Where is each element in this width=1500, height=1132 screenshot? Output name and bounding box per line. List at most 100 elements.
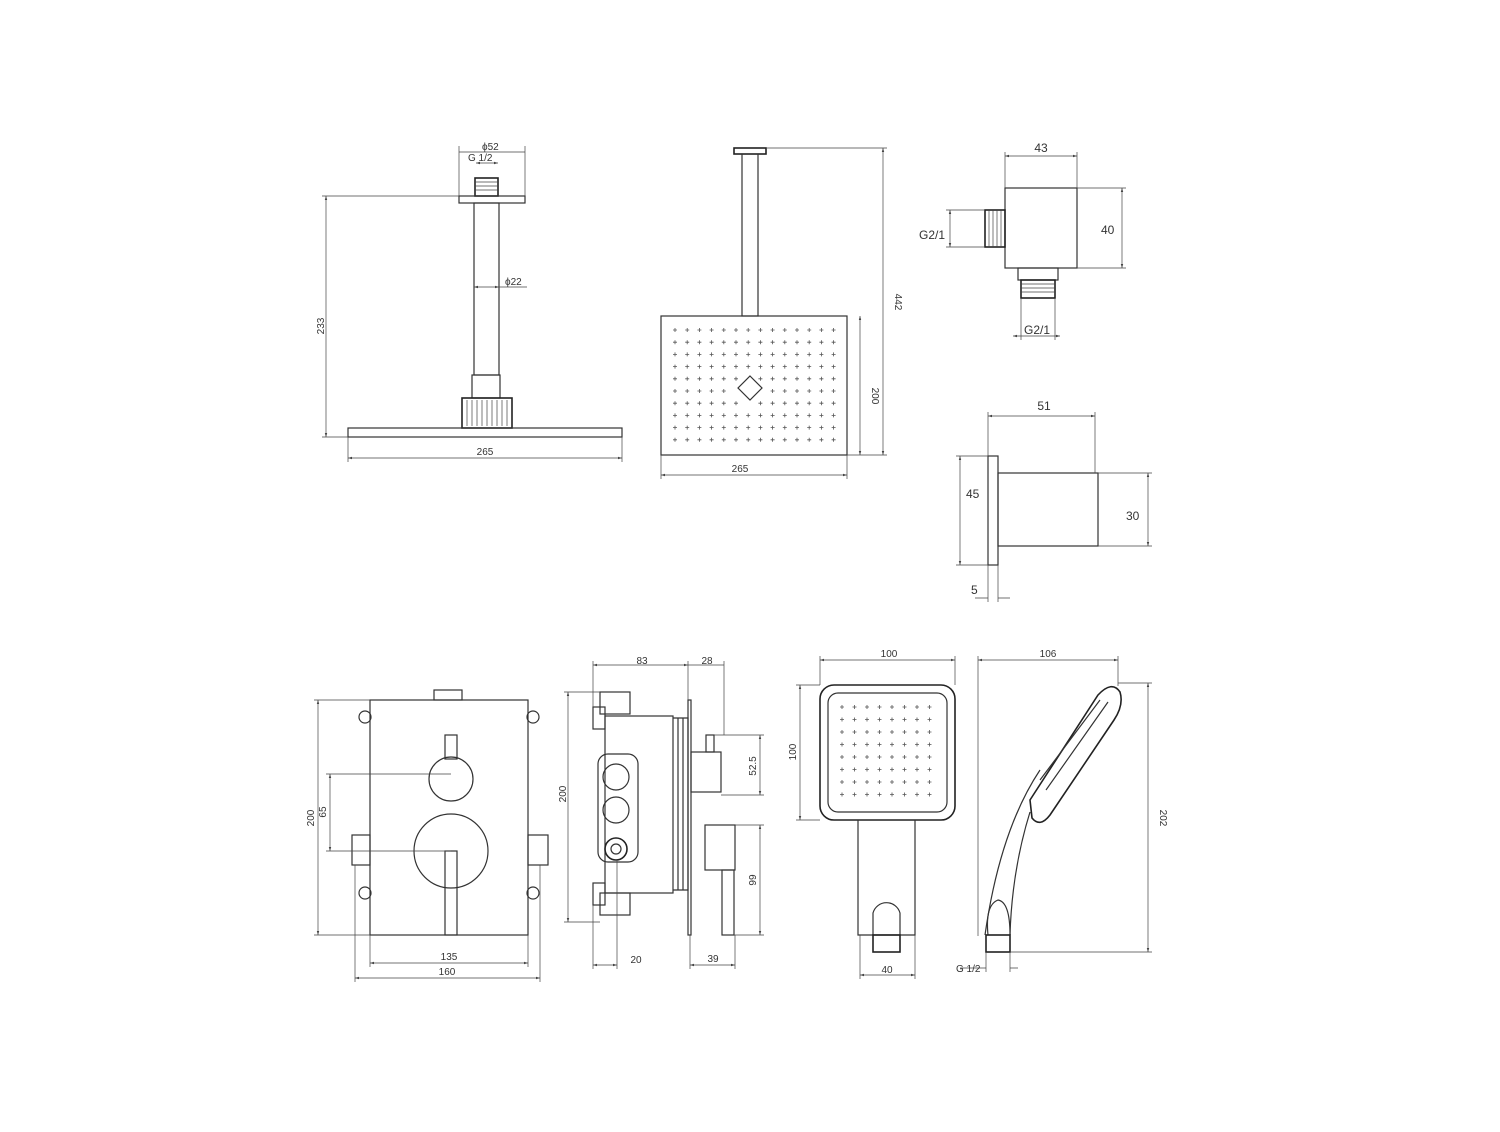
nozzle-dot <box>831 352 836 357</box>
nozzle-dot <box>697 340 702 345</box>
nozzle-dot <box>902 792 907 797</box>
nozzle-dot <box>770 425 775 430</box>
nozzle-dot <box>782 340 787 345</box>
nozzle-dot <box>673 340 677 345</box>
dim-width: 265 <box>477 447 494 458</box>
nozzle-dot <box>865 767 869 772</box>
nozzle-dot <box>734 401 738 406</box>
nozzle-dot <box>782 328 787 332</box>
nozzle-dot <box>734 340 738 345</box>
nozzle-dot <box>865 730 869 734</box>
nozzle-dot <box>709 401 714 406</box>
dim-height: 200 <box>558 785 569 802</box>
nozzle-dot <box>770 401 775 406</box>
nozzle-dot <box>865 792 869 797</box>
nozzle-dot <box>685 413 690 418</box>
nozzle-dot <box>927 705 932 709</box>
nozzle-dot <box>840 767 844 772</box>
nozzle-dot <box>840 717 844 722</box>
nozzle-dot <box>852 705 857 709</box>
nozzle-dot <box>840 742 844 747</box>
nozzle-dot <box>709 340 714 345</box>
nozzle-dot <box>673 401 677 406</box>
nozzle-dot <box>819 389 824 393</box>
nozzle-dot <box>915 755 919 759</box>
nozzle-dot <box>877 717 882 722</box>
dim-flange-height: 45 <box>966 487 980 501</box>
nozzle-dot <box>927 717 932 722</box>
nozzle-dot <box>807 401 812 406</box>
nozzle-dot <box>673 376 677 381</box>
nozzle-dot <box>734 352 738 357</box>
nozzle-dot <box>840 792 844 797</box>
nozzle-dot <box>697 352 702 357</box>
nozzle-dot <box>685 352 690 357</box>
nozzle-dot <box>697 328 702 332</box>
nozzle-dot <box>673 389 677 393</box>
nozzle-dot <box>795 340 799 345</box>
nozzle-dot <box>807 340 812 345</box>
nozzle-dot <box>685 340 690 345</box>
nozzle-dot <box>746 340 751 345</box>
nozzle-dot <box>831 364 836 369</box>
nozzle-dot <box>685 328 690 332</box>
nozzle-dot <box>915 767 919 772</box>
dim-handle-spacing: 65 <box>318 806 329 818</box>
nozzle-dot <box>770 352 775 357</box>
dim-inlet-thread: G2/1 <box>919 228 945 242</box>
nozzle-dot <box>902 705 907 709</box>
nozzle-dot <box>734 376 738 381</box>
dim-height: 233 <box>316 317 327 334</box>
nozzle-dot <box>746 437 751 442</box>
nozzle-dot <box>697 401 702 406</box>
nozzle-dot <box>795 401 799 406</box>
dim-projection: 28 <box>701 656 713 667</box>
dim-body-depth: 83 <box>636 656 648 667</box>
nozzle-dot <box>915 705 919 709</box>
nozzle-dot <box>865 705 869 709</box>
nozzle-dot <box>865 742 869 747</box>
nozzle-dot <box>795 425 799 430</box>
nozzle-dot <box>746 352 751 357</box>
nozzle-dot <box>831 413 836 418</box>
nozzle-dot <box>807 328 812 332</box>
nozzle-dot <box>758 437 763 442</box>
nozzle-dot <box>890 730 894 734</box>
nozzle-dot <box>758 364 763 369</box>
nozzle-dot <box>721 376 726 381</box>
nozzle-dot <box>807 425 812 430</box>
nozzle-dot <box>915 742 919 747</box>
nozzle-grid <box>673 328 836 442</box>
nozzle-dot <box>685 376 690 381</box>
nozzle-dot <box>819 425 824 430</box>
nozzle-dot <box>927 780 932 784</box>
dim-arm-diameter: ϕ22 <box>505 277 522 288</box>
nozzle-dot <box>902 717 907 722</box>
nozzle-dot <box>807 352 812 357</box>
dim-height: 200 <box>306 809 317 826</box>
nozzle-dot <box>782 389 787 393</box>
nozzle-dot <box>734 328 738 332</box>
nozzle-dot <box>758 352 763 357</box>
diverter-knob <box>428 756 474 802</box>
dim-lower-handle: 99 <box>748 874 759 886</box>
nozzle-dot <box>915 730 919 734</box>
nozzle-dot <box>697 425 702 430</box>
nozzle-dot <box>902 767 907 772</box>
dim-height: 40 <box>1101 223 1115 237</box>
nozzle-dot <box>840 755 844 759</box>
nozzle-dot <box>890 780 894 784</box>
nozzle-dot <box>685 389 690 393</box>
nozzle-dot <box>721 352 726 357</box>
nozzle-dot <box>852 730 857 734</box>
nozzle-dot <box>758 413 763 418</box>
nozzle-dot <box>734 425 738 430</box>
nozzle-dot <box>673 437 677 442</box>
nozzle-dot <box>877 755 882 759</box>
dim-lever-depth: 39 <box>707 954 719 965</box>
dim-width: 265 <box>732 464 749 475</box>
nozzle-dot <box>709 328 714 332</box>
nozzle-dot <box>673 352 677 357</box>
nozzle-dot <box>721 401 726 406</box>
nozzle-dot <box>721 425 726 430</box>
